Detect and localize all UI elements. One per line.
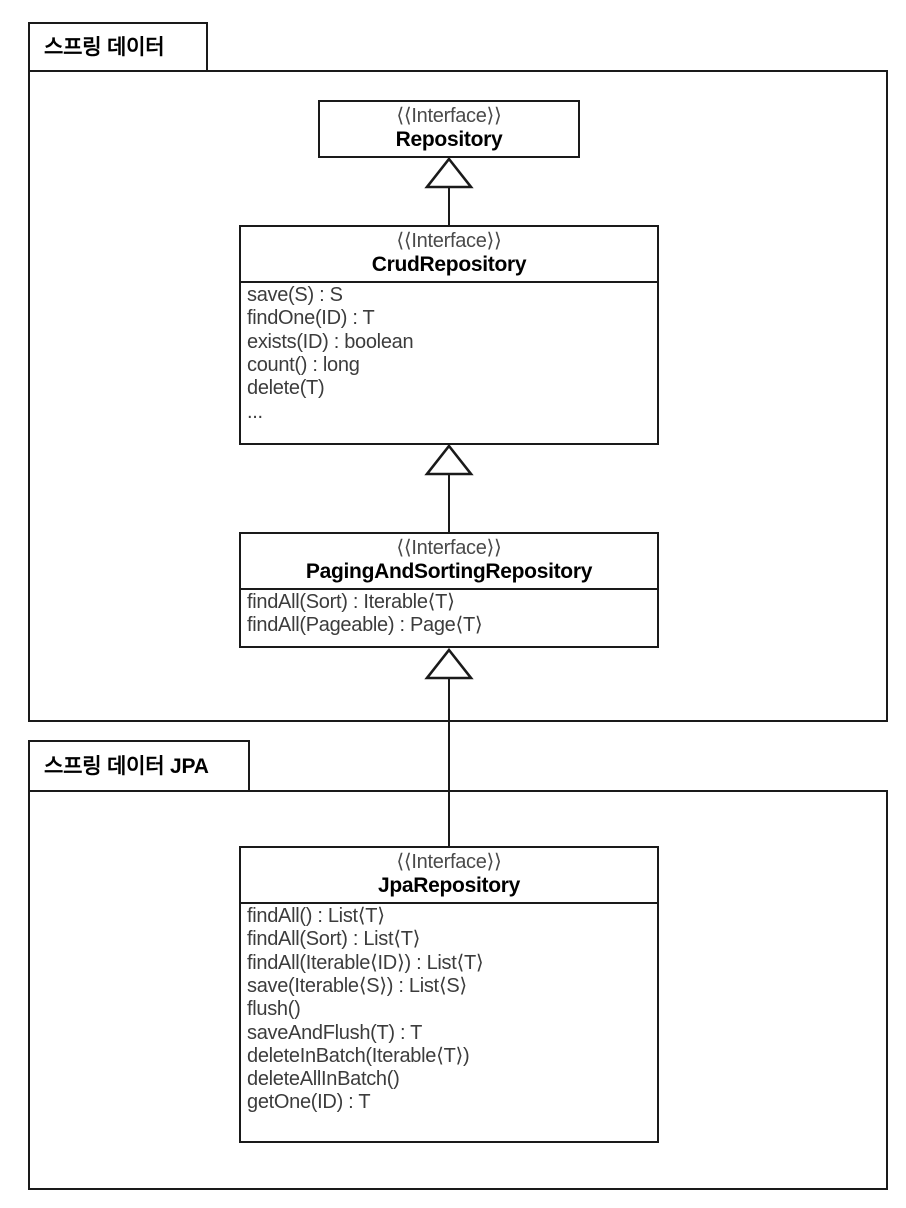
package-tab-spring-data: 스프링 데이터: [28, 22, 208, 72]
generalization-arrow-to-paging-and-sorting-repository: [424, 648, 474, 680]
stereotype-label-repository: ⟨⟨Interface⟩⟩: [396, 105, 502, 127]
class-name-jpa-repository: JpaRepository: [378, 873, 520, 897]
class-member: delete(T): [247, 377, 325, 400]
class-box-paging-and-sorting-repository[interactable]: ⟨⟨Interface⟩⟩ PagingAndSortingRepository…: [239, 532, 659, 648]
class-header-jpa-repository: ⟨⟨Interface⟩⟩ JpaRepository: [241, 848, 657, 905]
class-header-paging-and-sorting-repository: ⟨⟨Interface⟩⟩ PagingAndSortingRepository: [241, 534, 657, 591]
class-member: findAll(Iterable⟨ID⟩) : List⟨T⟩: [247, 951, 484, 974]
stereotype-label-paging-and-sorting-repository: ⟨⟨Interface⟩⟩: [396, 537, 502, 559]
class-members-jpa-repository: findAll() : List⟨T⟩ findAll(Sort) : List…: [241, 904, 657, 1118]
class-member: findOne(ID) : T: [247, 307, 375, 330]
class-header-crud-repository: ⟨⟨Interface⟩⟩ CrudRepository: [241, 227, 657, 284]
class-box-jpa-repository[interactable]: ⟨⟨Interface⟩⟩ JpaRepository findAll() : …: [239, 846, 659, 1143]
class-member: count() : long: [247, 354, 360, 376]
class-members-paging-and-sorting-repository: findAll(Sort) : Iterable⟨T⟩ findAll(Page…: [241, 590, 657, 641]
stereotype-label-jpa-repository: ⟨⟨Interface⟩⟩: [396, 851, 502, 873]
class-member: findAll(Pageable) : Page⟨T⟩: [247, 614, 483, 637]
stereotype-label-crud-repository: ⟨⟨Interface⟩⟩: [396, 230, 502, 252]
generalization-line-paging-to-crud: [448, 474, 450, 534]
class-member: save(Iterable⟨S⟩) : List⟨S⟩: [247, 975, 467, 997]
class-name-paging-and-sorting-repository: PagingAndSortingRepository: [305, 559, 593, 583]
generalization-arrow-to-crud-repository: [424, 444, 474, 476]
class-member: getOne(ID) : T: [247, 1091, 371, 1114]
package-label-spring-data-jpa: 스프링 데이터 JPA: [44, 754, 209, 778]
class-member: ...: [247, 400, 263, 423]
generalization-line-jpa-to-paging: [448, 678, 450, 848]
generalization-line-crud-to-repository: [448, 186, 450, 228]
class-member: deleteAllInBatch(): [247, 1068, 400, 1091]
class-member: findAll(Sort) : List⟨T⟩: [247, 928, 421, 951]
class-members-crud-repository: save(S) : S findOne(ID) : T exists(ID) :…: [241, 283, 657, 427]
class-member: saveAndFlush(T) : T: [247, 1021, 423, 1044]
package-tab-spring-data-jpa: 스프링 데이터 JPA: [28, 740, 250, 792]
class-box-repository[interactable]: ⟨⟨Interface⟩⟩ Repository: [318, 100, 580, 158]
class-member: deleteInBatch(Iterable⟨T⟩): [247, 1044, 470, 1067]
class-member: flush(): [247, 998, 301, 1021]
class-member: save(S) : S: [247, 284, 343, 307]
class-box-crud-repository[interactable]: ⟨⟨Interface⟩⟩ CrudRepository save(S) : S…: [239, 225, 659, 445]
generalization-arrow-to-repository: [424, 157, 474, 189]
class-member: findAll(Sort) : Iterable⟨T⟩: [247, 591, 455, 614]
class-name-crud-repository: CrudRepository: [371, 252, 527, 276]
class-name-repository: Repository: [395, 127, 503, 151]
package-label-spring-data: 스프링 데이터: [44, 35, 165, 59]
class-member: exists(ID) : boolean: [247, 330, 414, 353]
class-header-repository: ⟨⟨Interface⟩⟩ Repository: [320, 102, 578, 156]
class-member: findAll() : List⟨T⟩: [247, 905, 385, 928]
